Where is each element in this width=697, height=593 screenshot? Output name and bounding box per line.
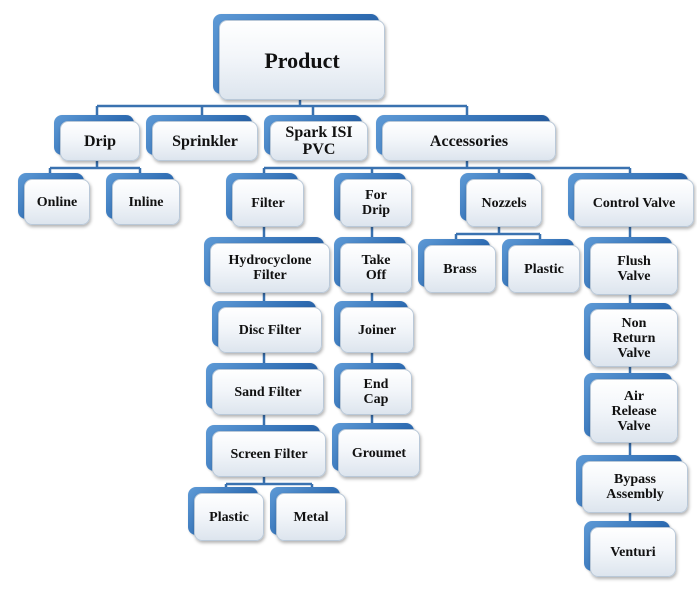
node-bypass-assembly: Bypass Assembly (576, 455, 688, 513)
node-sand-filter: Sand Filter (206, 363, 324, 415)
node-air-release-valve: Air Release Valve (584, 373, 678, 443)
node-end-cap: End Cap (334, 363, 412, 415)
node-spark-isi-pvc: Spark ISI PVC (264, 115, 368, 161)
node-screen-filter: Screen Filter (206, 425, 326, 477)
node-brass: Brass (418, 239, 496, 293)
node-filter: Filter (226, 173, 304, 227)
node-product: Product (213, 14, 385, 100)
node-for-drip: For Drip (334, 173, 412, 227)
node-accessories: Accessories (376, 115, 556, 161)
node-non-return-valve: Non Return Valve (584, 303, 678, 367)
node-disc-filter: Disc Filter (212, 301, 322, 353)
node-venturi: Venturi (584, 521, 676, 577)
node-online: Online (18, 173, 90, 225)
node-screen-plastic: Plastic (188, 487, 264, 541)
node-sprinkler: Sprinkler (146, 115, 258, 161)
node-take-off: Take Off (334, 237, 412, 293)
node-screen-metal: Metal (270, 487, 346, 541)
node-drip: Drip (54, 115, 140, 161)
node-nozzel-plastic: Plastic (502, 239, 580, 293)
node-control-valve: Control Valve (568, 173, 694, 227)
node-inline: Inline (106, 173, 180, 225)
node-hydrocyclone-filter: Hydrocyclone Filter (204, 237, 330, 293)
node-nozzels: Nozzels (460, 173, 542, 227)
node-joiner: Joiner (334, 301, 414, 353)
node-flush-valve: Flush Valve (584, 237, 678, 295)
node-groumet: Groumet (332, 423, 420, 477)
